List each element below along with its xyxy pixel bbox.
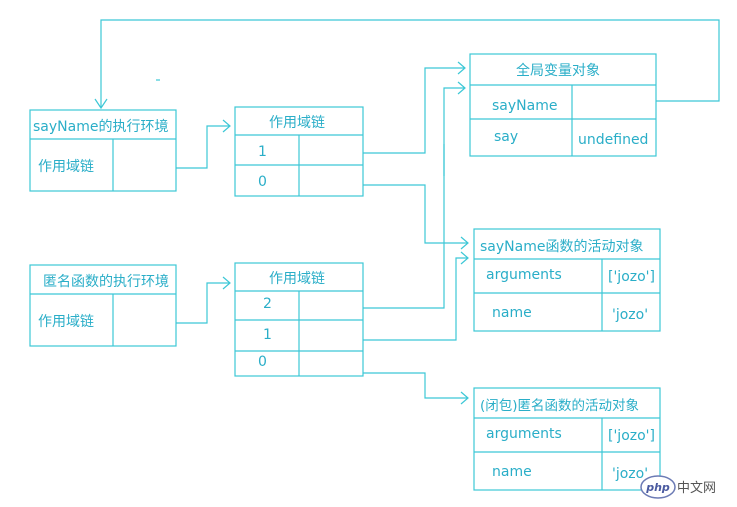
watermark-text: 中文网 [677,481,716,496]
connector-chain1-row1-global [338,67,464,154]
connectors [94,19,720,405]
act2-title: (闭包)匿名函数的活动对象 [480,398,639,414]
arrowhead-chain2 [222,276,231,290]
act2-key-name: name [492,464,532,480]
context-anonymous: 匿名函数的执行环境 作用域链 [29,264,177,347]
connector-chain2-row0-act2 [338,372,467,399]
arrowhead-global-2 [457,81,466,95]
context-sayname-title: sayName的执行环境 [33,119,168,135]
scope-chain-2-row-2: 2 [263,296,272,312]
act1-title: sayName函数的活动对象 [480,239,643,255]
arrowhead-context [94,98,108,110]
activation-object-closure: (闭包)匿名函数的活动对象 arguments ['jozo'] name 'j… [473,387,661,491]
context-anonymous-title: 匿名函数的执行环境 [43,274,169,290]
scope-chain-1-title: 作用域链 [269,115,325,131]
act1-key-name: name [492,305,532,321]
scope-chain-2-row-0: 0 [258,354,267,370]
global-key-say: say [494,129,518,145]
global-title: 全局变量对象 [516,62,600,79]
connector-global-to-context [100,19,720,107]
scope-chain-2-title: 作用域链 [269,271,325,287]
context-sayname-row: 作用域链 [38,159,94,175]
scope-chain-2: 作用域链 2 1 0 [234,262,364,377]
global-value-say: undefined [578,132,648,148]
arrowhead-chain1 [222,119,231,133]
context-sayname: sayName的执行环境 作用域链 [29,109,177,192]
act1-key-arguments: arguments [486,267,562,283]
act1-value-arguments: ['jozo'] [608,269,655,285]
arrowhead-act1-1 [460,236,469,250]
act2-key-arguments: arguments [486,426,562,442]
php-logo-text: php [645,481,670,494]
php-logo-icon [640,475,676,499]
global-key-sayname: sayName [492,98,557,114]
scope-chain-1-row-0: 0 [258,174,267,190]
act2-value-name: 'jozo' [612,466,648,482]
scope-chain-2-row-1: 1 [263,327,272,343]
connector-chain2-row2-global [338,87,464,309]
connector-chain1-row0-act1 [338,184,467,244]
activation-object-sayname: sayName函数的活动对象 arguments ['jozo'] name '… [473,228,661,332]
act2-value-arguments: ['jozo'] [608,428,655,444]
scope-chain-1: 作用域链 1 0 [234,106,364,197]
act1-value-name: 'jozo' [612,307,648,323]
arrowhead-global-1 [457,61,466,75]
arrowhead-act1-2 [460,251,469,265]
scope-chain-1-row-1: 1 [258,144,267,160]
context-anonymous-row: 作用域链 [38,314,94,330]
connector-chain2-row1-act1 [338,257,467,341]
arrowhead-act2 [460,391,469,405]
watermark: php 中文网 [640,475,716,499]
global-variable-object: 全局变量对象 sayName say undefined [469,53,657,157]
